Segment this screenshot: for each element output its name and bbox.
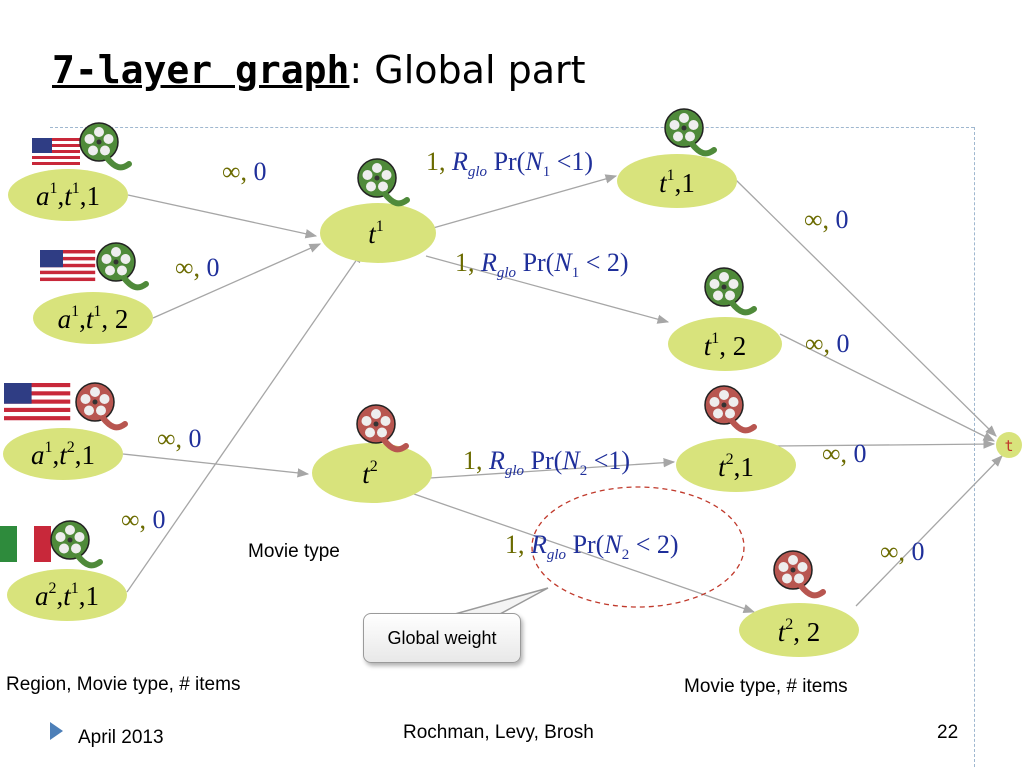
footer-arrow-icon: [50, 722, 63, 740]
node-label-t11: t1,1: [659, 167, 695, 198]
right-rule: [974, 127, 975, 767]
film-reel-green-icon: [705, 268, 754, 312]
cap-label: ∞, 0: [804, 205, 849, 234]
film-reel-red-icon: [774, 551, 823, 595]
edge-t2-t21: [429, 458, 676, 479]
film-reel-red-icon: [357, 405, 406, 449]
global-weight-callout: Global weight: [363, 613, 521, 663]
node-sink: [996, 432, 1022, 458]
cap-label: ∞, 0: [175, 253, 220, 282]
node-label-a1t21: a1,t2,1: [31, 439, 95, 470]
edge-a1t11-t1: [127, 194, 318, 239]
movie-type-items-label: Movie type, # items: [684, 676, 848, 697]
weight-label-4: 1, Rglo Pr(N2 < 2): [505, 530, 679, 563]
us-flag-icon: [4, 383, 71, 422]
callout-pointer: [454, 587, 549, 615]
region-movie-items-label: Region, Movie type, # items: [6, 674, 241, 695]
film-reel-green-icon: [665, 109, 714, 153]
cap-label: ∞, 0: [880, 537, 925, 566]
film-reel-green-icon: [358, 159, 407, 203]
film-reel-green-icon: [51, 521, 100, 565]
us-flag-icon: [32, 138, 80, 166]
movie-type-label: Movie type: [248, 541, 340, 562]
edge-a1t21-t2: [122, 453, 310, 478]
italy-flag-icon: [0, 526, 51, 562]
footer-authors: Rochman, Levy, Brosh: [403, 722, 594, 743]
node-t22: [739, 603, 859, 657]
node-a1t11: [8, 169, 128, 221]
node-t11: [617, 154, 737, 208]
edge-t2-t22: [413, 493, 756, 613]
film-reel-red-icon: [705, 386, 754, 430]
node-t21: [676, 438, 796, 492]
weight-label-3: 1, Rglo Pr(N2 <1): [463, 446, 630, 479]
node-a2t11: [7, 569, 127, 621]
film-reel-green-icon: [97, 243, 146, 287]
slide-title: 7-layer graph: Global part: [52, 48, 586, 92]
node-label-sink: t: [1004, 437, 1013, 455]
page-number: 22: [937, 722, 959, 743]
weight-label-1: 1, Rglo Pr(N1 <1): [426, 147, 593, 180]
global-weight-highlight: [531, 486, 745, 608]
edge-a1t12-t1: [152, 243, 322, 319]
edge-t21-sink: [775, 439, 996, 449]
footer-date: April 2013: [78, 727, 164, 748]
node-label-a1t11: a1,t1,1: [36, 180, 100, 211]
cap-label: ∞, 0: [157, 424, 202, 453]
edge-a2t11-t1: [126, 251, 363, 593]
node-a1t21: [3, 428, 123, 480]
node-t2: [312, 443, 432, 503]
node-t1: [320, 203, 436, 263]
node-label-t21: t2,1: [718, 451, 754, 482]
edge-t12-sink: [779, 333, 996, 442]
node-label-a2t11: a2,t1,1: [35, 580, 99, 611]
node-t12: [668, 317, 782, 371]
film-reel-green-icon: [80, 123, 129, 167]
cap-label: ∞, 0: [222, 157, 267, 186]
edge-t11-sink: [735, 179, 997, 437]
cap-label: ∞, 0: [822, 439, 867, 468]
us-flag-icon: [40, 250, 96, 283]
cap-label: ∞, 0: [805, 329, 850, 358]
weight-label-2: 1, Rglo Pr(N1 < 2): [455, 248, 629, 281]
title-rest: : Global part: [349, 48, 586, 92]
node-a1t12: [33, 292, 153, 344]
node-label-t22: t2, 2: [778, 616, 821, 647]
title-main: 7-layer graph: [52, 48, 350, 92]
node-label-a1t12: a1,t1, 2: [58, 303, 129, 334]
edge-t1-t11: [425, 174, 618, 231]
top-rule: [50, 127, 974, 128]
node-label-t1: t1: [368, 218, 384, 249]
cap-label: ∞, 0: [121, 505, 166, 534]
film-reel-red-icon: [76, 383, 125, 427]
edge-t1-t12: [425, 255, 670, 324]
edge-t22-sink: [855, 455, 1003, 607]
node-label-t12: t1, 2: [704, 330, 747, 361]
node-label-t2: t2: [362, 458, 378, 489]
